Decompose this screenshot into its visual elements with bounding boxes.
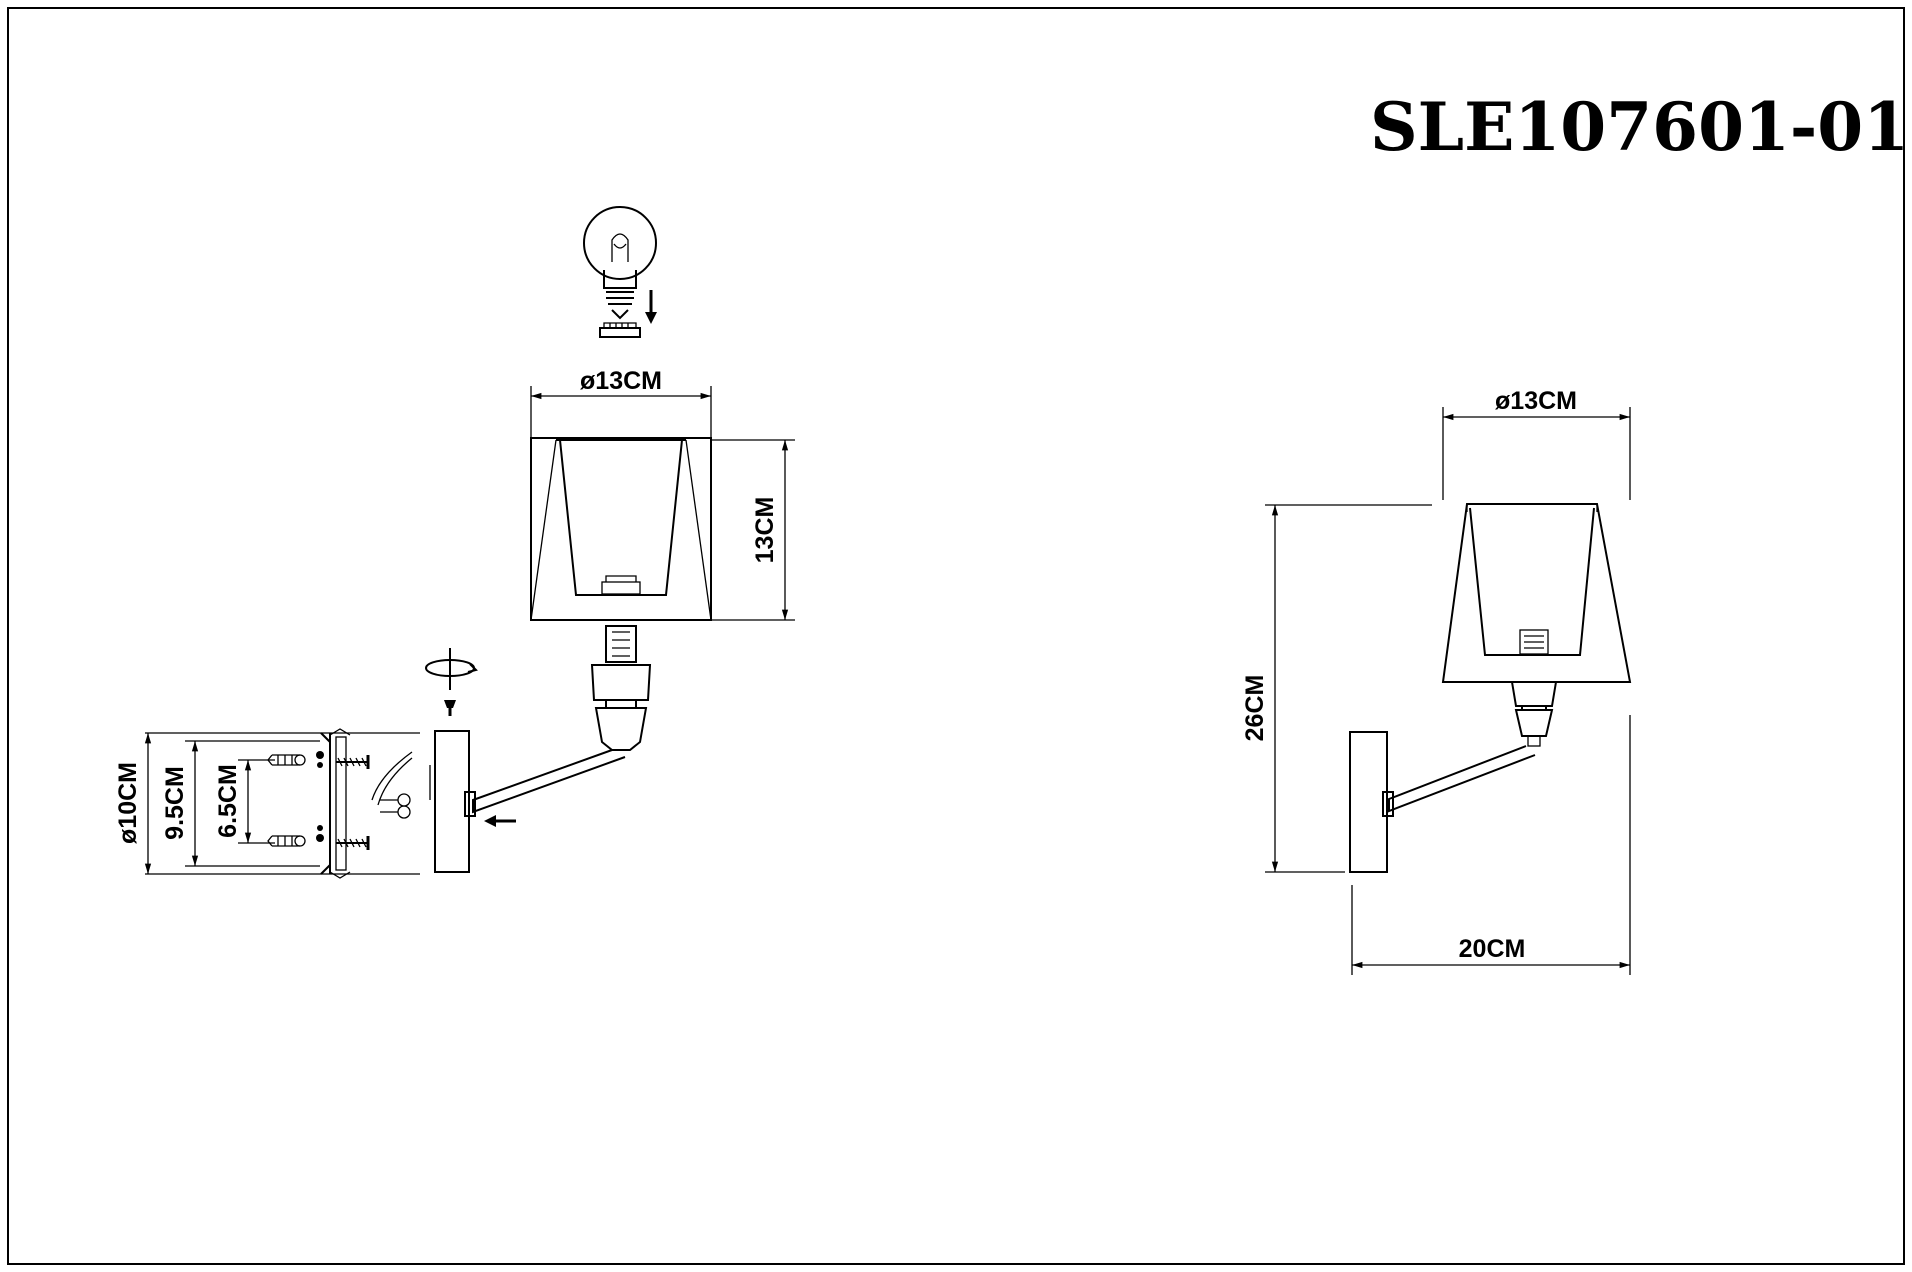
electrical-wires (371, 751, 431, 819)
projection-dimension: 20CM (1351, 715, 1631, 975)
rotate-icon (425, 648, 478, 690)
mounting-bracket (145, 728, 420, 879)
projection-label: 20CM (1459, 935, 1526, 963)
right-shade-diameter-label: ø13CM (1495, 387, 1577, 415)
right-lamp-shade (1441, 503, 1632, 683)
lamp-holder (590, 625, 652, 751)
plate-diameter-label: ø10CM (114, 762, 142, 844)
hole-spacing-outer-label: 9.5CM (161, 766, 189, 840)
left-view: ø13CM 13CM (114, 206, 795, 879)
lamp-arm (464, 749, 626, 817)
socket-base-icon (599, 322, 641, 338)
plate-diameter-dimension: ø10CM (114, 733, 152, 874)
shade-height-dimension: 13CM (711, 439, 795, 621)
wall-plate-side (434, 730, 470, 873)
model-number: SLE107601-01 (1370, 88, 1910, 166)
left-arrow-icon (484, 815, 516, 827)
total-height-label: 26CM (1241, 675, 1269, 742)
right-lamp-arm (1382, 745, 1536, 817)
hole-spacing-outer-dimension: 9.5CM (161, 740, 320, 867)
screw-icon (444, 700, 456, 716)
sheet-frame (7, 7, 1905, 1265)
right-view: ø13CM (1241, 387, 1632, 975)
screw-bottom (336, 836, 370, 850)
right-wall-plate (1349, 731, 1388, 873)
down-arrow-icon (645, 290, 657, 324)
bulb-icon (583, 206, 657, 320)
right-shade-diameter-dimension: ø13CM (1442, 387, 1631, 500)
shade-diameter-label: ø13CM (580, 367, 662, 395)
right-lamp-holder (1510, 681, 1558, 747)
total-height-dimension: 26CM (1241, 504, 1432, 873)
shade-diameter-dimension: ø13CM (530, 367, 712, 440)
hole-spacing-inner-dimension: 6.5CM (214, 759, 275, 844)
screw-top (336, 755, 370, 769)
shade-height-label: 13CM (751, 497, 779, 564)
hole-spacing-inner-label: 6.5CM (214, 764, 242, 838)
wall-anchor-bottom (267, 835, 306, 847)
lamp-shade (530, 437, 712, 621)
